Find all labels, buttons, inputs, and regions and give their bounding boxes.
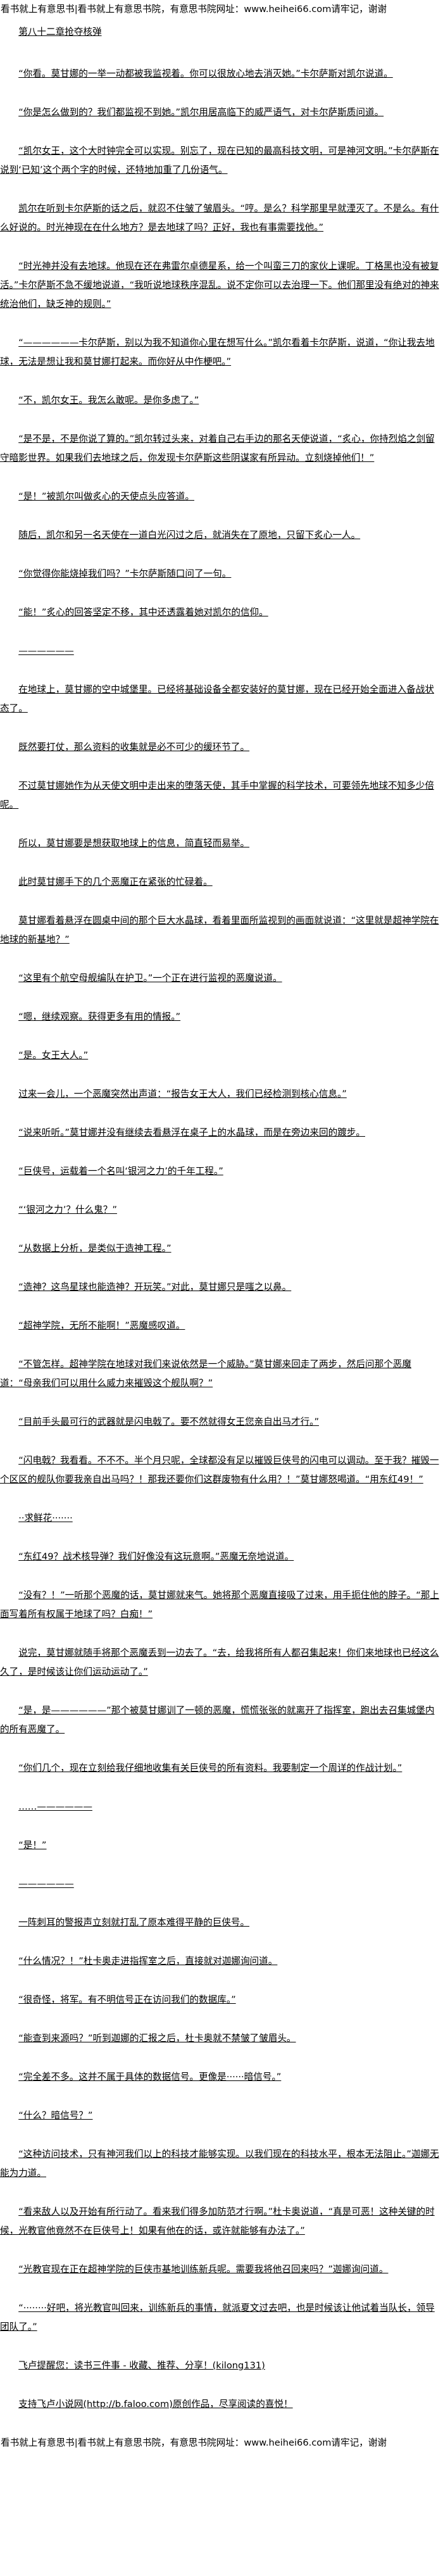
paragraph: “什么？暗信号？” [18,2110,93,2121]
paragraph: “很奇怪，将军。有不明信号正在访问我们的数据库。” [18,1994,236,2005]
paragraph: “目前手头最可行的武器就是闪电戟了。要不然就得女王您亲自出马才行。” [18,1416,320,1427]
paragraph: “完全差不多。这并不属于具体的数据信号。更像是······暗信号。” [18,2072,282,2082]
paragraph: “这里有个航空母舰编队在护卫。”一个正在进行监视的恶魔说道。 [18,973,282,984]
paragraph: “看来敌人以及开始有所行动了。看来我们得多加防范才行啊。”杜卡奥说道，“真是可恶… [0,2206,435,2236]
paragraph: 莫甘娜看着悬浮在圆桌中间的那个巨大水晶球，看着里面所监视到的画面就说道：“这里就… [0,915,439,945]
paragraph: 所以，莫甘娜要是想获取地球上的信息，简直轻而易举。 [18,838,250,849]
paragraph: 说完，莫甘娜就随手将那个恶魔丢到一边去了。“去，给我将所有人都召集起来！你们来地… [0,1648,439,1677]
paragraph: “凯尔女王，这个大时钟完全可以实现。别忘了，现在已知的最高科技文明，可是神河文明… [0,146,439,175]
site-banner-top: 看书就上有意思书|看书就上有意思书院，有意思书院网址：www.heihei66.… [1,4,387,15]
paragraph: 一阵刺耳的警报声立刻就打乱了原本难得平静的巨侠号。 [18,1917,250,1928]
paragraph: 随后，凯尔和另一名天使在一道白光闪过之后，就消失在了原地，只留下炙心一人。 [18,530,361,541]
paragraph: “你看。莫甘娜的一举一动都被我监视着。你可以很放心地去消灭她。”卡尔萨斯对凯尔说… [18,68,393,79]
paragraph: “不管怎样。超神学院在地球对我们来说依然是一个威胁。”莫甘娜来回走了两步，然后问… [0,1359,411,1389]
paragraph: “能查到来源吗？”听到迦娜的汇报之后，杜卡奥就不禁皱了皱眉头。 [18,2033,296,2044]
paragraph: 支持飞卢小说网(http://b.faloo.com)原创作品，尽享阅读的喜悦！ [18,2399,293,2410]
paragraph: 飞卢提醒您：读书三件事 - 收藏、推荐、分享！(kilong131) [18,2360,265,2371]
paragraph: “什么情况？！”杜卡奥走进指挥室之后，直接就对迦娜询问道。 [18,1956,278,1966]
paragraph: 不过莫甘娜她作为从天使文明中走出来的堕落天使，其手中掌握的科学技术，可要领先地球… [0,780,434,810]
paragraph: “嗯，继续观察。获得更多有用的情报。” [18,1011,181,1022]
paragraph: “这种访问技术，只有神河我们以上的科技才能够实现。以我们现在的科技水平，根本无法… [0,2149,439,2179]
paragraph: “没有？！”一听那个恶魔的话，莫甘娜就来气。她将那个恶魔直接吸了过来，用手扼住他… [0,1590,439,1620]
paragraph: “造神？这鸟星球也能造神？开玩笑。”对此，莫甘娜只是嗤之以鼻。 [18,1282,292,1292]
paragraph: ……—————— [18,1801,92,1812]
paragraph: “说来听听。”莫甘娜并没有继续去看悬浮在桌子上的水晶球，而是在旁边来回的踱步。 [18,1127,365,1138]
paragraph: 此时莫甘娜手下的几个恶魔正在紧张的忙碌着。 [18,877,213,887]
paragraph: “········好吧，将光教官叫回来，训练新兵的事情，就派夏文过去吧，也是时候… [0,2303,435,2332]
paragraph: “巨侠号，运载着一个名叫‘银河之力’的千年工程。” [18,1166,223,1177]
paragraph: “是，是——————”那个被莫甘娜训了一顿的恶魔，慌慌张张的就离开了指挥室，跑出… [0,1705,435,1735]
paragraph: “‘银河之力’？什么鬼？” [18,1204,117,1215]
paragraph: 在地球上，莫甘娜的空中城堡里。已经将基础设备全都安装好的莫甘娜，现在已经开始全面… [0,684,434,714]
paragraph: 过来一会儿，一个恶魔突然出声道：“报告女王大人，我们已经检测到核心信息。” [18,1089,347,1099]
paragraph: “不，凯尔女王。我怎么敢呢。是你多虑了。” [18,395,199,406]
paragraph: “能！”炙心的回答坚定不移，其中还透露着她对凯尔的信仰。 [18,607,268,618]
paragraph: —————— [18,646,74,656]
chapter-content: 第八十二章抢夺核弹 “你看。莫甘娜的一举一动都被我监视着。你可以很放心地去消灭她… [0,23,443,2414]
paragraph: “你们几个，现在立刻给我仔细地收集有关巨侠号的所有资料。我要制定一个周详的作战计… [18,1763,402,1773]
paragraph: “超神学院，无所不能啊！”恶魔感叹道。 [18,1320,185,1331]
paragraph: “闪电戟？我看看。不不不。半个月只呢，全球都没有足以摧毁巨侠号的闪电可以调动。至… [0,1455,439,1485]
paragraph: “你觉得你能烧掉我们吗？”卡尔萨斯随口问了一句。 [18,568,232,579]
paragraph: ··求鲜花······· [18,1513,73,1523]
paragraph: “光教官现在正在超神学院的巨侠市基地训练新兵呢。需要我将他召回来吗？”迦娜询问道… [18,2264,389,2275]
chapter-title: 第八十二章抢夺核弹 [18,27,102,37]
paragraph: “是！”被凯尔叫做炙心的天使点头应答道。 [18,491,194,502]
paragraph: 既然要打仗，那么资料的收集就是必不可少的缓环节了。 [18,742,250,753]
paragraph: “时光神并没有去地球。他现在还在弗雷尔卓德星系，给一个叫蛮三刀的家伙上课呢。丁格… [0,261,439,309]
paragraph: “从数据上分析，是类似于造神工程。” [18,1243,172,1254]
paragraph: —————— [18,1879,74,1889]
paragraph: “是不是，不是你说了算的。”凯尔转过头来，对着自己右手边的那名天使说道，“炙心，… [0,434,435,463]
paragraph: 凯尔在听到卡尔萨斯的话之后，就忍不住皱了皱眉头。“哼。是么？科学那里早就湮灭了。… [0,203,439,233]
paragraph: “——————卡尔萨斯，别以为我不知道你心里在想写什么。”凯尔看着卡尔萨斯，说道… [0,337,435,367]
paragraph: “是。女王大人。” [18,1050,89,1061]
paragraph: “你是怎么做到的？我们都监视不到她。”凯尔用居高临下的威严语气，对卡尔萨斯质问道… [18,107,384,118]
paragraph: “东红49？战术核导弹？我们好像没有这玩意啊。”恶魔无奈地说道。 [18,1551,294,1562]
site-banner-bottom: 看书就上有意思书|看书就上有意思书院，有意思书院网址：www.heihei66.… [1,2437,387,2448]
paragraph: “是！” [18,1840,47,1851]
chapter-body: “你看。莫甘娜的一举一动都被我监视着。你可以很放心地去消灭她。”卡尔萨斯对凯尔说… [0,65,443,2414]
